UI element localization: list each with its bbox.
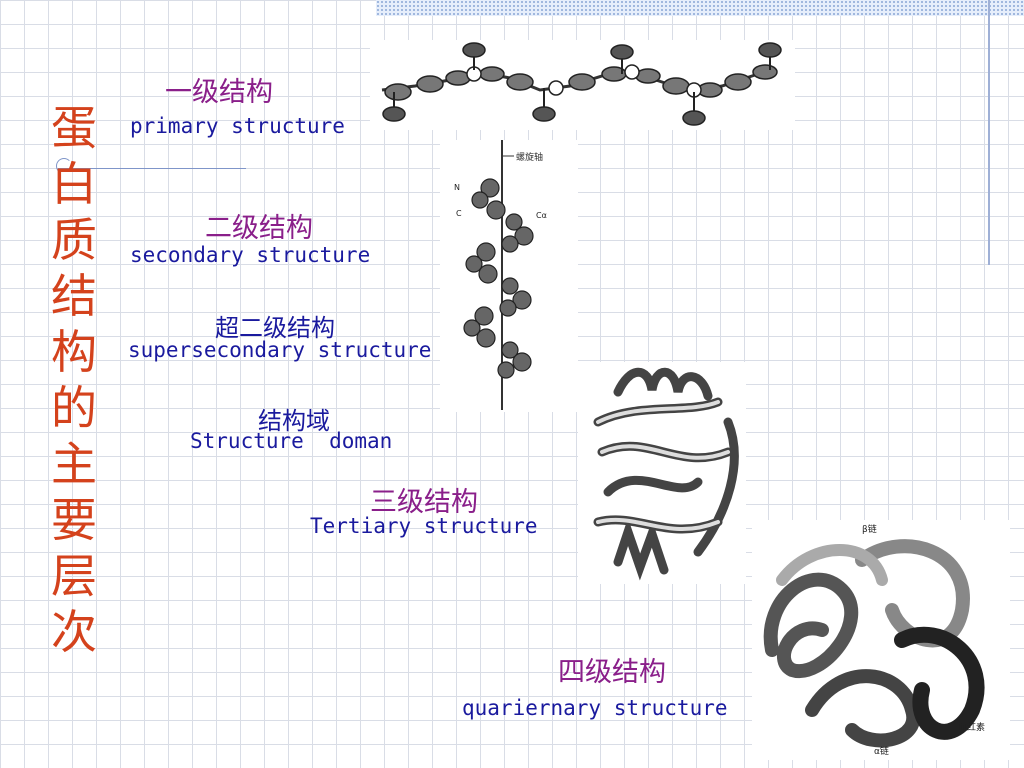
quaternary-heme-label: 血红素 <box>958 721 985 733</box>
title-decoration-hook <box>56 158 72 174</box>
quaternary-structure-image: β链 血红素 α链 <box>752 520 1010 760</box>
helix-c-label: C <box>456 209 462 218</box>
quaternary-alpha-label: α链 <box>874 745 889 757</box>
level-supersecondary-en: supersecondary structure <box>128 338 432 362</box>
top-decoration-band <box>376 0 1024 16</box>
level-quaternary-en: quariernary structure <box>462 696 728 720</box>
tertiary-structure-image <box>578 362 746 584</box>
level-domain-cn: 结构域 <box>258 407 330 435</box>
slide-title: 蛋白质结构的主要层次 <box>51 101 97 659</box>
level-quaternary-cn: 四级结构 <box>558 657 666 688</box>
level-supersecondary-cn: 超二级结构 <box>215 314 335 342</box>
quaternary-beta-label: β链 <box>862 523 877 535</box>
helix-ca-label: Cα <box>536 211 547 220</box>
secondary-structure-helix-image: 螺旋轴 N C Cα <box>440 140 578 412</box>
level-tertiary-en: Tertiary structure <box>310 514 538 538</box>
right-decoration-rule <box>988 0 990 265</box>
helix-n-label: N <box>454 183 460 192</box>
level-primary-en: primary structure <box>130 114 345 138</box>
level-domain-en: Structure doman <box>190 429 393 453</box>
helix-axis-label: 螺旋轴 <box>516 151 543 163</box>
level-secondary-en: secondary structure <box>130 243 371 267</box>
title-decoration-rule <box>58 168 246 169</box>
level-tertiary-cn: 三级结构 <box>370 487 478 518</box>
primary-structure-image <box>370 40 795 130</box>
level-primary-cn: 一级结构 <box>165 77 273 108</box>
level-secondary-cn: 二级结构 <box>205 213 313 244</box>
